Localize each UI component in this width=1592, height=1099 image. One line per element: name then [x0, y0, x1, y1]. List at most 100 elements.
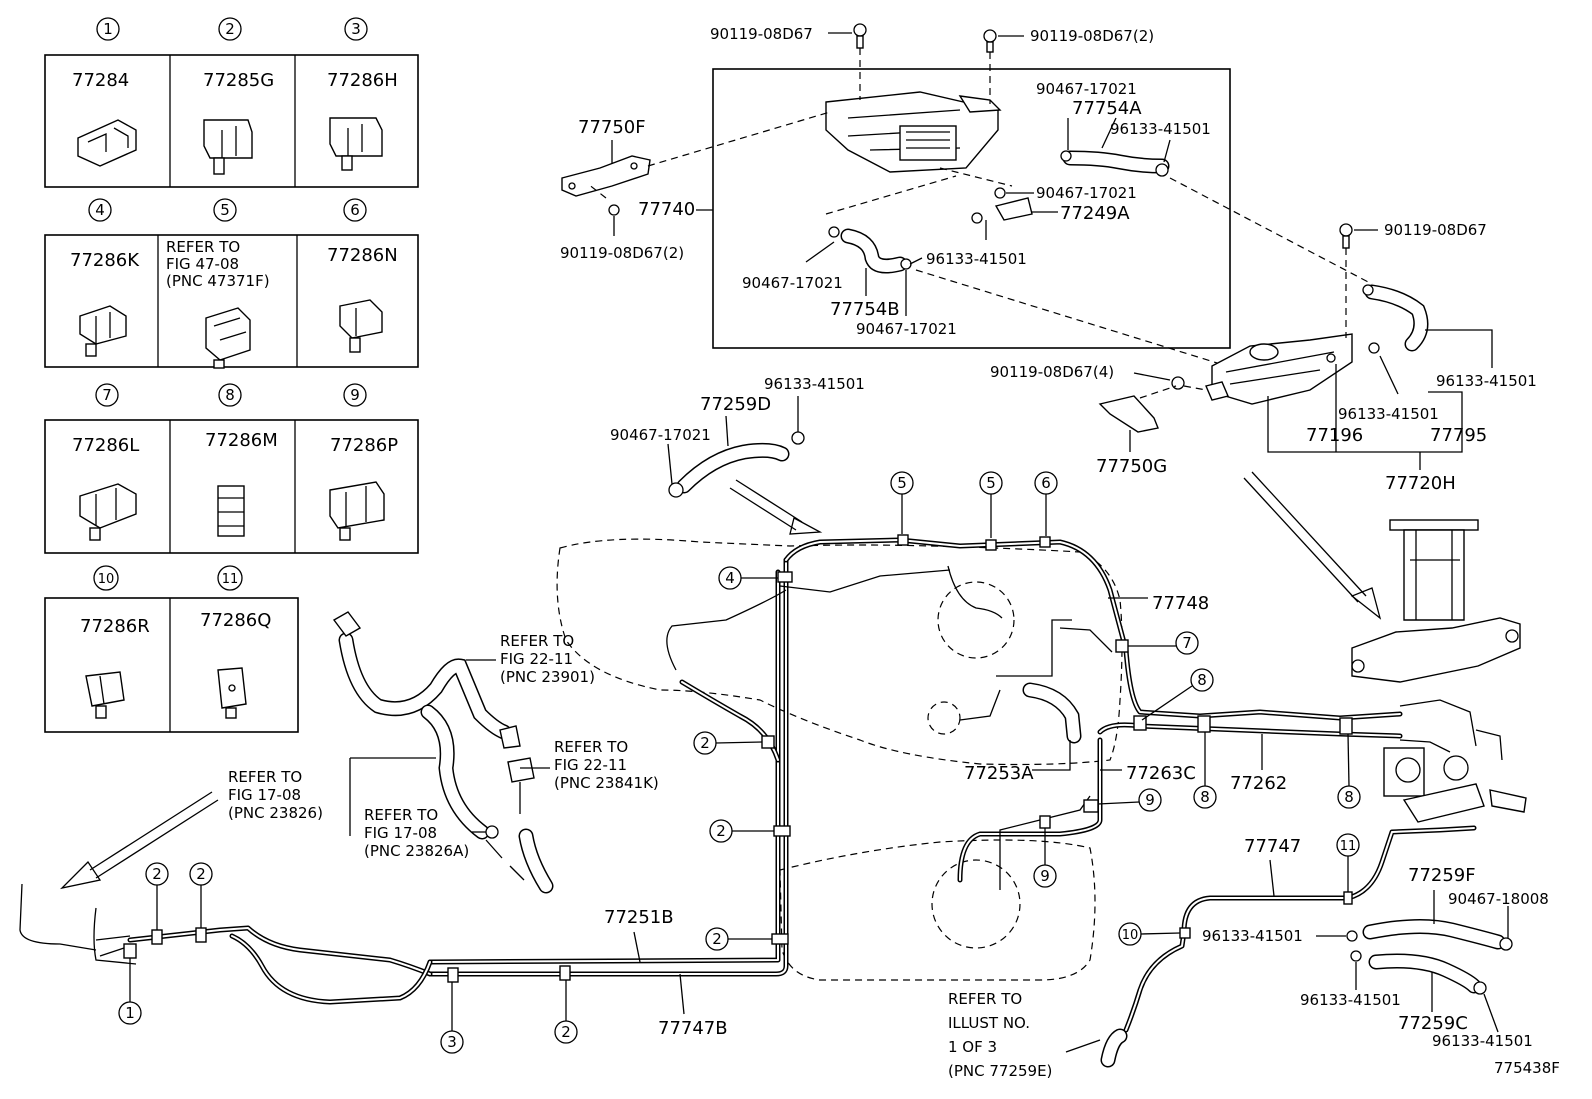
label-bracket-f: 77750F	[578, 117, 646, 138]
svg-text:11: 11	[222, 572, 239, 587]
clip-number-6: 6	[343, 198, 367, 222]
callout-9a: 9	[1097, 788, 1162, 812]
label-clip-a: 96133-41501	[1110, 120, 1211, 138]
clip-number-7: 7	[95, 383, 119, 407]
clip-number-11: 11	[217, 565, 243, 591]
label-tube-747: 77747	[1244, 836, 1301, 857]
clip-code-7: 77286L	[72, 435, 139, 456]
callout-8c: 8	[1337, 733, 1361, 809]
clip-code-3: 77286H	[327, 70, 398, 91]
canister-assembly-group: 90467-17021 77754A 96133-41501 90467-170…	[712, 68, 1231, 349]
callout-5b: 5	[979, 471, 1003, 538]
svg-text:2: 2	[196, 865, 206, 883]
label-hose-259c: 77259C	[1398, 1013, 1468, 1034]
clip-drawing-4	[79, 305, 127, 357]
svg-text:3: 3	[447, 1033, 457, 1051]
clip-code-11: 77286Q	[200, 610, 271, 631]
clip-number-4: 4	[88, 198, 112, 222]
label-clamp-b2: 90467-17021	[856, 320, 957, 338]
clip-number-8: 8	[218, 383, 242, 407]
label-part-77795: 77795	[1430, 425, 1487, 446]
callout-1: 1	[118, 958, 142, 1025]
label-part-77196: 77196	[1306, 425, 1363, 446]
svg-text:2: 2	[152, 865, 162, 883]
svg-text:10: 10	[1122, 928, 1139, 943]
clip-drawing-6	[339, 299, 383, 353]
figure-id: 775438F	[1494, 1059, 1560, 1077]
svg-text:1: 1	[103, 20, 113, 38]
svg-text:9: 9	[350, 386, 360, 404]
clip-drawing-1	[77, 119, 137, 167]
clip-reference-table: 1 2 3 4 5 6 7 8 9 10 11 77284 77285G 772…	[44, 17, 419, 733]
svg-text:5: 5	[986, 474, 996, 492]
svg-text:8: 8	[1197, 671, 1207, 689]
label-canister-assy: 77740	[638, 199, 695, 220]
direction-arrow-right	[1243, 471, 1382, 620]
svg-text:4: 4	[95, 201, 105, 219]
clip-code-2: 77285G	[203, 70, 274, 91]
filler-neck-assembly	[1351, 519, 1527, 823]
label-bracket-g: 77750G	[1096, 456, 1167, 477]
clip-drawing-10	[85, 671, 125, 719]
hoses-77259f-c: 77259F 90467-18008 96133-41501 96133-415…	[1202, 865, 1549, 1050]
clip-code-6: 77286N	[327, 245, 398, 266]
label-clamp-a1: 90467-17021	[1036, 80, 1137, 98]
label-hose-259f: 77259F	[1408, 865, 1476, 886]
callout-7: 7	[1128, 631, 1199, 655]
callout-8a: 8	[1141, 668, 1214, 721]
label-hose-b: 77754B	[830, 299, 900, 320]
label-bolt-top2: 90119-08D67(2)	[1030, 27, 1154, 45]
label-tube-262: 77262	[1230, 773, 1287, 794]
callout-2a: 2	[693, 731, 763, 755]
svg-text:5: 5	[220, 201, 230, 219]
callout-2b: 2	[709, 819, 774, 843]
svg-text:10: 10	[98, 572, 115, 587]
callout-3: 3	[440, 982, 464, 1054]
label-clip-d: 96133-41501	[764, 375, 865, 393]
clip-number-2: 2	[218, 17, 242, 41]
clip-code-8: 77286M	[205, 430, 278, 451]
svg-text:1: 1	[125, 1004, 135, 1022]
clip-code-9: 77286P	[330, 435, 398, 456]
label-clip-r2: 96133-41501	[1338, 405, 1439, 423]
direction-arrow-center	[729, 479, 823, 535]
label-clamp-b1: 90467-17021	[742, 274, 843, 292]
svg-text:11: 11	[1340, 839, 1357, 854]
callout-8b: 8	[1193, 732, 1217, 809]
bracket-77750f: 77750F 90119-08D67(2) 77740	[560, 111, 831, 262]
clip-code-1: 77284	[72, 70, 129, 91]
svg-text:3: 3	[351, 20, 361, 38]
callout-2f: 2	[554, 980, 578, 1044]
label-hose-253a: 77253A	[964, 763, 1034, 784]
label-clip-f3: 96133-41501	[1432, 1032, 1533, 1050]
label-clip-f1: 96133-41501	[1202, 927, 1303, 945]
clip-code-4: 77286K	[70, 250, 140, 271]
callout-10: 10	[1118, 922, 1181, 946]
svg-text:4: 4	[725, 569, 735, 587]
callout-2e: 2	[189, 862, 213, 928]
clip-code-10: 77286R	[80, 616, 150, 637]
clip-number-3: 3	[344, 17, 368, 41]
clip-number-1: 1	[96, 17, 120, 41]
label-tube-748: 77748	[1152, 593, 1209, 614]
svg-text:8: 8	[225, 386, 235, 404]
clip-drawing-9	[329, 481, 385, 541]
svg-text:9: 9	[1040, 867, 1050, 885]
clip-drawing-3	[329, 117, 383, 171]
label-clip-b: 96133-41501	[926, 250, 1027, 268]
svg-text:2: 2	[716, 822, 726, 840]
svg-text:8: 8	[1200, 788, 1210, 806]
svg-text:2: 2	[225, 20, 235, 38]
svg-text:2: 2	[700, 734, 710, 752]
callout-4: 4	[718, 566, 778, 590]
label-clip-r1: 96133-41501	[1436, 372, 1537, 390]
label-clip-f2: 96133-41501	[1300, 991, 1401, 1009]
svg-text:7: 7	[102, 386, 112, 404]
direction-arrow-left	[59, 791, 219, 890]
svg-text:7: 7	[1182, 634, 1192, 652]
